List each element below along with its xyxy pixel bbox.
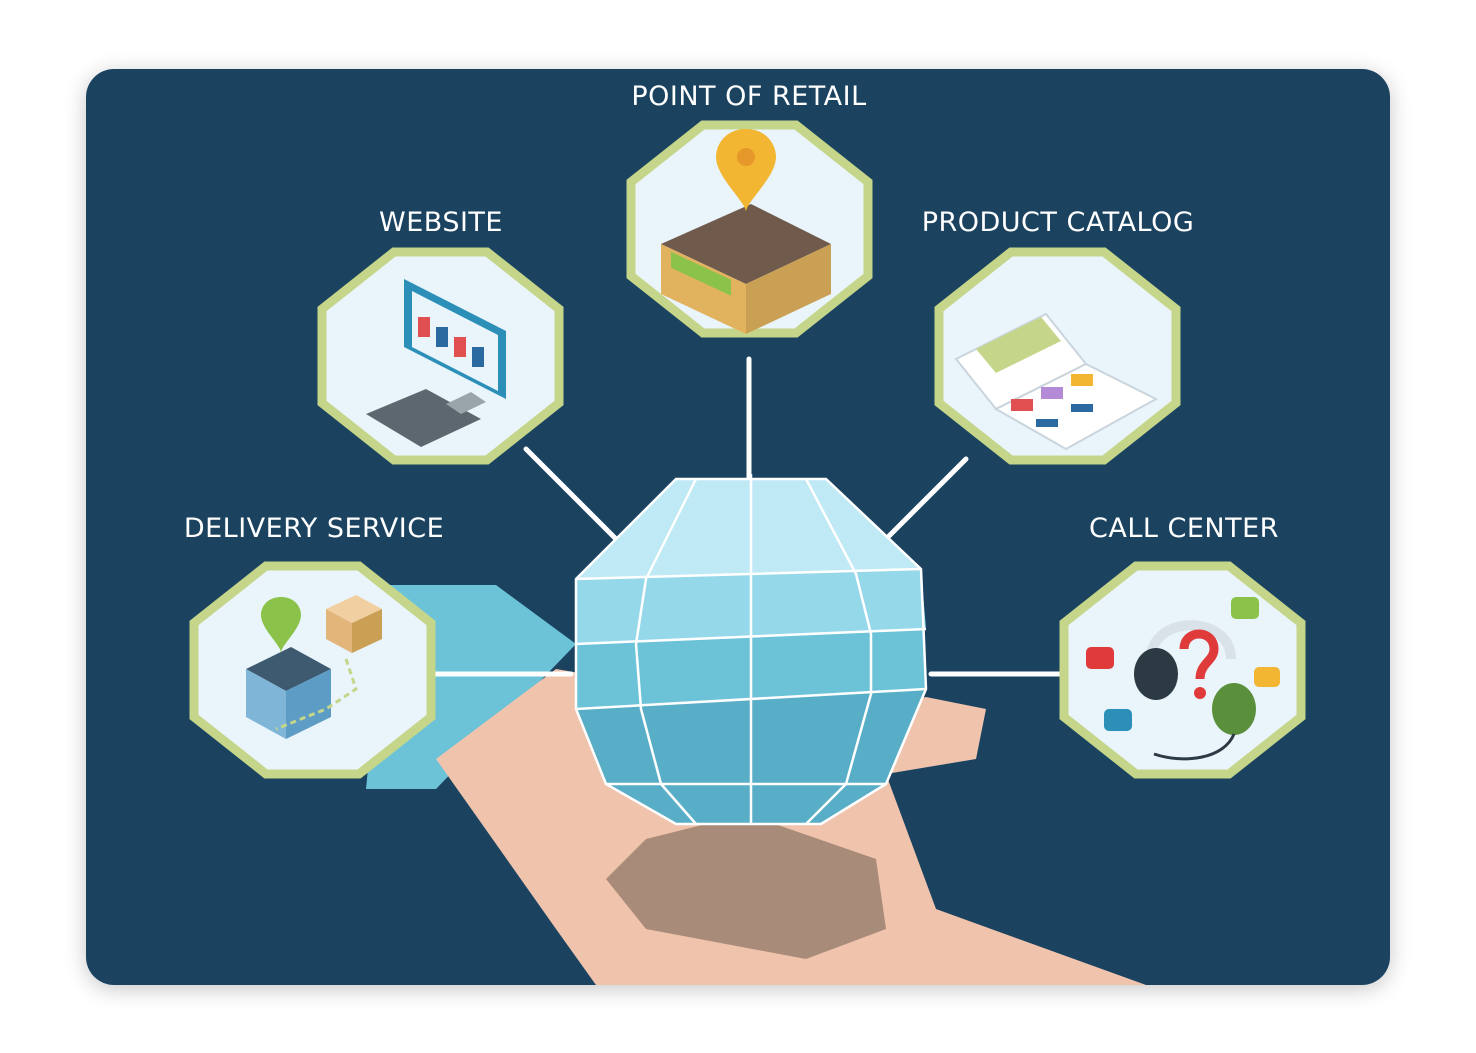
node-label-catalog: PRODUCT CATALOG: [922, 207, 1195, 238]
node-product-catalog: PRODUCT CATALOG: [922, 207, 1195, 465]
headset-icon: [1086, 597, 1280, 761]
connectors: [428, 356, 1074, 677]
diagram-card: POINT OF RETAIL WEBSITE PRODUC: [86, 69, 1390, 985]
node-label-delivery: DELIVERY SERVICE: [184, 513, 444, 544]
computer-store-icon: [366, 279, 506, 447]
omnichannel-diagram: POINT OF RETAIL WEBSITE PRODUC: [86, 69, 1390, 985]
house-delivery-icon: [246, 595, 382, 739]
node-delivery-service: DELIVERY SERVICE: [184, 513, 444, 779]
store-icon: [661, 129, 831, 334]
palm-shadow: [606, 814, 886, 959]
node-label-retail: POINT OF RETAIL: [631, 81, 866, 112]
node-label-callcenter: CALL CENTER: [1089, 513, 1279, 544]
node-call-center: CALL CENTER: [1059, 513, 1306, 779]
connector-catalog: [883, 456, 969, 542]
node-point-of-retail: POINT OF RETAIL: [626, 81, 873, 338]
node-label-website: WEBSITE: [379, 207, 503, 238]
connector-website: [523, 446, 619, 542]
globe-icon: [574, 474, 928, 826]
node-website: WEBSITE: [317, 207, 564, 465]
catalog-icon: [954, 312, 1159, 451]
